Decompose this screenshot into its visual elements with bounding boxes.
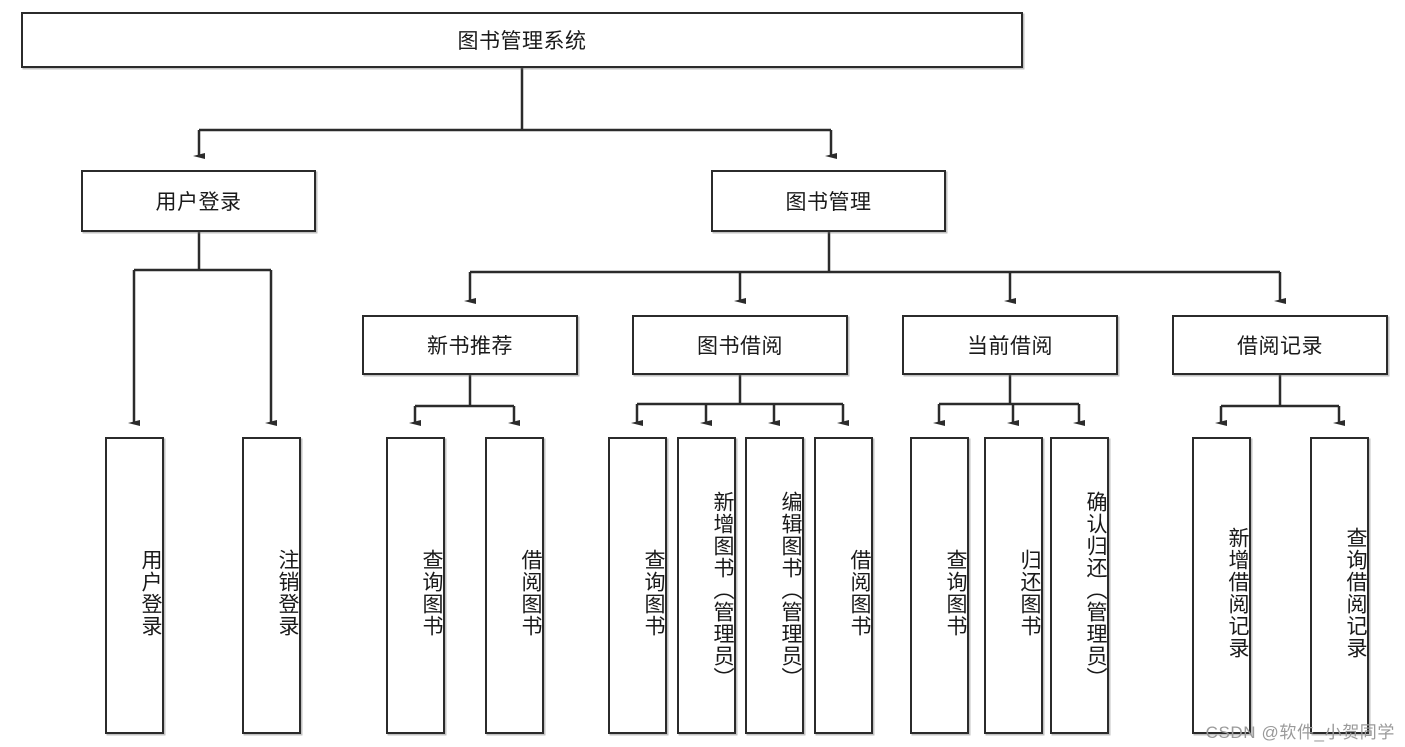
node-label: 图书借阅 [697,335,783,358]
node-label: 注销登录 [276,548,299,637]
leaf-user-login[interactable]: 用户登录 [105,437,164,734]
node-borrow-record[interactable]: 借阅记录 [1172,315,1388,375]
leaf-query-borrow-record[interactable]: 查询借阅记录 [1310,437,1369,734]
node-new-book-recommend[interactable]: 新书推荐 [362,315,578,375]
leaf-borrow-book-recommend[interactable]: 借阅图书 [485,437,544,734]
node-label: 新增图书（管理员） [711,490,734,689]
leaf-query-book-current[interactable]: 查询图书 [910,437,969,734]
leaf-query-book-borrow[interactable]: 查询图书 [608,437,667,734]
node-label: 查询图书 [944,548,967,637]
node-label: 当前借阅 [967,335,1053,358]
node-current-borrow[interactable]: 当前借阅 [902,315,1118,375]
node-label: 确认归还（管理员） [1084,490,1107,689]
leaf-logout[interactable]: 注销登录 [242,437,301,734]
node-book-borrow[interactable]: 图书借阅 [632,315,848,375]
node-label: 查询图书 [420,548,443,637]
leaf-confirm-return-admin[interactable]: 确认归还（管理员） [1050,437,1109,734]
node-label: 查询图书 [642,548,665,637]
node-label: 新书推荐 [427,335,513,358]
watermark-text: CSDN @软件_小贺同学 [1205,723,1395,742]
leaf-borrow-book[interactable]: 借阅图书 [814,437,873,734]
node-label: 图书管理 [785,191,872,214]
node-label: 用户登录 [155,191,242,214]
node-user-login[interactable]: 用户登录 [81,170,316,232]
node-label: 归还图书 [1018,548,1041,637]
node-label: 编辑图书（管理员） [779,490,802,689]
node-label: 新增借阅记录 [1226,526,1249,659]
leaf-edit-book-admin[interactable]: 编辑图书（管理员） [745,437,804,734]
leaf-add-book-admin[interactable]: 新增图书（管理员） [677,437,736,734]
node-book-manage[interactable]: 图书管理 [711,170,946,232]
node-label: 借阅记录 [1237,335,1323,358]
node-label: 查询借阅记录 [1344,526,1367,659]
leaf-return-book[interactable]: 归还图书 [984,437,1043,734]
leaf-query-book-recommend[interactable]: 查询图书 [386,437,445,734]
node-label: 借阅图书 [519,548,542,637]
node-label: 用户登录 [139,548,162,637]
leaf-add-borrow-record[interactable]: 新增借阅记录 [1192,437,1251,734]
node-root[interactable]: 图书管理系统 [21,12,1023,68]
node-label: 图书管理系统 [457,30,587,53]
node-label: 借阅图书 [848,548,871,637]
